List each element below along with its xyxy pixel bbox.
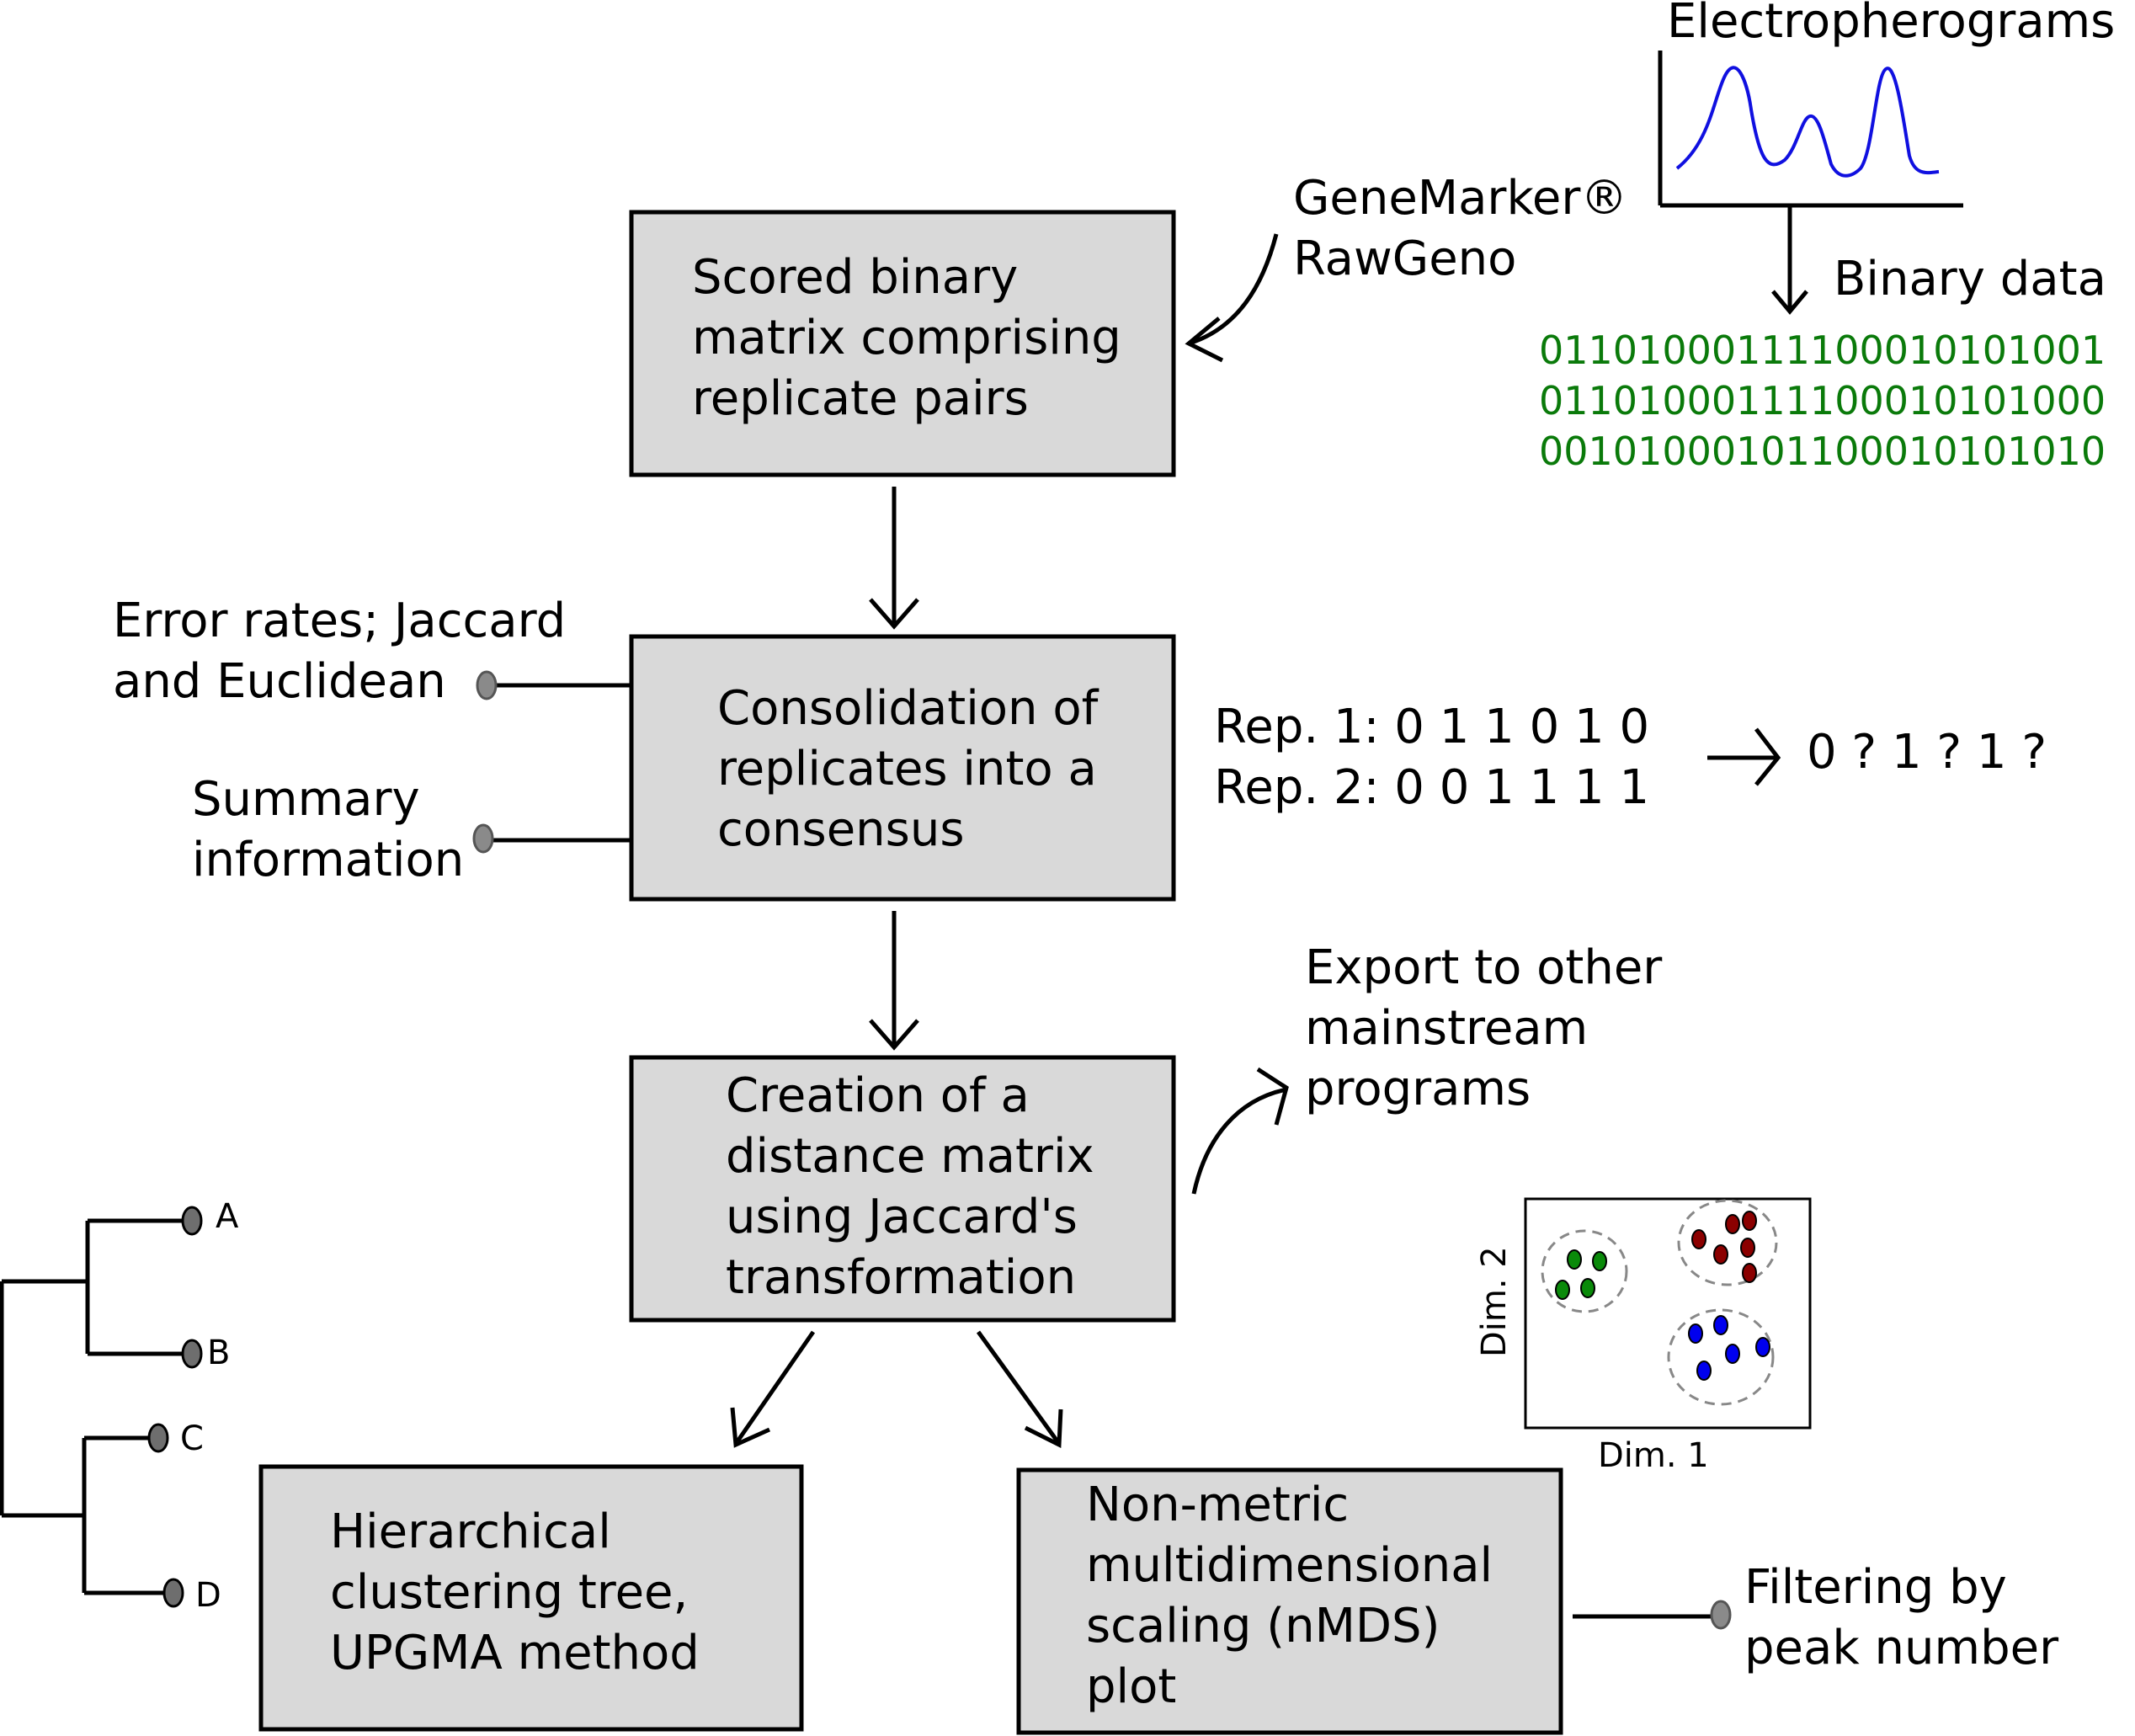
- tree-leaf-label: A: [216, 1197, 239, 1236]
- nmds-inset-plot: Dim. 1 Dim. 2: [1475, 1197, 1812, 1475]
- binary-rows: 01101000111100010101001 0110100011110001…: [1539, 327, 2106, 474]
- electropherograms-label: Electropherograms: [1667, 0, 2115, 49]
- cluster-outline-blue: [1667, 1308, 1775, 1406]
- summary-label: information: [192, 833, 464, 887]
- binary-row: 01101000111100010101001: [1539, 327, 2106, 373]
- box-text-line: multidimensional: [1086, 1538, 1493, 1593]
- summary-bullet: [472, 823, 494, 854]
- binary-row: 01101000111100010101000: [1539, 378, 2106, 423]
- error-rates-bullet: [476, 670, 498, 700]
- export-label: Export to other: [1305, 940, 1663, 995]
- blue-point: [1755, 1337, 1770, 1357]
- hierarchical-clustering-box: Hierarchical clustering tree, UPGMA meth…: [258, 1464, 804, 1732]
- filtering-label: peak number: [1744, 1621, 2059, 1675]
- box-text-line: matrix comprising: [692, 311, 1121, 365]
- distance-matrix-box: Creation of a distance matrix using Jacc…: [629, 1055, 1176, 1323]
- blue-point: [1713, 1315, 1728, 1335]
- binary-row: 00101000101100010101010: [1539, 429, 2106, 474]
- dendrogram: A B C D: [0, 1197, 239, 1615]
- box-text-line: Consolidation of: [717, 681, 1099, 736]
- electropherogram-inset: Electropherograms: [1658, 0, 2115, 208]
- blue-point: [1696, 1361, 1712, 1381]
- dim1-label: Dim. 1: [1598, 1436, 1709, 1475]
- box-text-line: Non-metric: [1086, 1478, 1349, 1532]
- blue-point: [1725, 1344, 1740, 1364]
- box-text-line: replicates into a: [717, 742, 1097, 796]
- red-point: [1691, 1229, 1706, 1249]
- green-point: [1555, 1280, 1570, 1300]
- scored-binary-matrix-box: Scored binary matrix comprising replicat…: [629, 210, 1176, 477]
- software-label-genemarker: GeneMarker®: [1293, 171, 1627, 226]
- box-text-line: using Jaccard's: [726, 1190, 1078, 1244]
- cluster-outline-red: [1677, 1199, 1778, 1286]
- software-label-rawgeno: RawGeno: [1293, 232, 1516, 286]
- box-text-line: Creation of a: [726, 1068, 1030, 1123]
- export-label: mainstream: [1305, 1001, 1588, 1056]
- blue-point: [1688, 1323, 1703, 1344]
- box-text-line: clustering tree,: [330, 1565, 688, 1620]
- box-text-line: scaling (nMDS): [1086, 1599, 1440, 1653]
- green-point: [1567, 1249, 1582, 1270]
- rep1-text: Rep. 1: 0 1 1 0 1 0: [1214, 700, 1649, 754]
- box-text-line: consensus: [717, 802, 965, 857]
- consensus-text: 0 ? 1 ? 1 ?: [1807, 725, 2047, 780]
- box-text-line: Hierarchical: [330, 1504, 611, 1559]
- filtering-bullet: [1710, 1600, 1732, 1630]
- summary-label: Summary: [192, 772, 420, 827]
- error-rates-label: Error rates; Jaccard: [113, 594, 566, 648]
- red-point: [1742, 1263, 1757, 1283]
- box-text-line: Scored binary: [692, 250, 1018, 305]
- rep2-text: Rep. 2: 0 0 1 1 1 1: [1214, 760, 1649, 815]
- error-rates-label: and Euclidean: [113, 654, 446, 709]
- export-label: programs: [1305, 1062, 1531, 1116]
- tree-leaf-label: B: [207, 1334, 230, 1372]
- filtering-label: Filtering by: [1744, 1560, 2007, 1615]
- tree-node-b: [181, 1339, 203, 1369]
- red-point: [1713, 1244, 1728, 1265]
- tree-node-a: [181, 1206, 203, 1236]
- box-text-line: distance matrix: [726, 1129, 1094, 1184]
- binary-data-label: Binary data: [1834, 252, 2106, 306]
- green-point: [1592, 1251, 1607, 1271]
- tree-leaf-label: D: [195, 1576, 221, 1615]
- box-text-line: replicate pairs: [692, 371, 1029, 426]
- box-text-line: plot: [1086, 1659, 1176, 1714]
- software-arrow: [1188, 233, 1279, 346]
- electropherogram-curve: [1675, 66, 1940, 178]
- red-point: [1740, 1238, 1755, 1258]
- red-point: [1742, 1211, 1757, 1231]
- tree-leaf-label: C: [180, 1419, 204, 1458]
- cluster-outline-green: [1541, 1229, 1628, 1313]
- dim2-label: Dim. 2: [1475, 1246, 1514, 1357]
- consolidation-box: Consolidation of replicates into a conse…: [629, 634, 1176, 902]
- box-text-line: transformation: [726, 1250, 1076, 1305]
- red-point: [1725, 1214, 1740, 1234]
- export-arrow: [1191, 1087, 1287, 1195]
- green-point: [1580, 1278, 1595, 1298]
- box-text-line: UPGMA method: [330, 1626, 700, 1680]
- nmds-box: Non-metric multidimensional scaling (nMD…: [1016, 1467, 1563, 1735]
- tree-node-d: [162, 1578, 184, 1608]
- tree-node-c: [147, 1423, 169, 1453]
